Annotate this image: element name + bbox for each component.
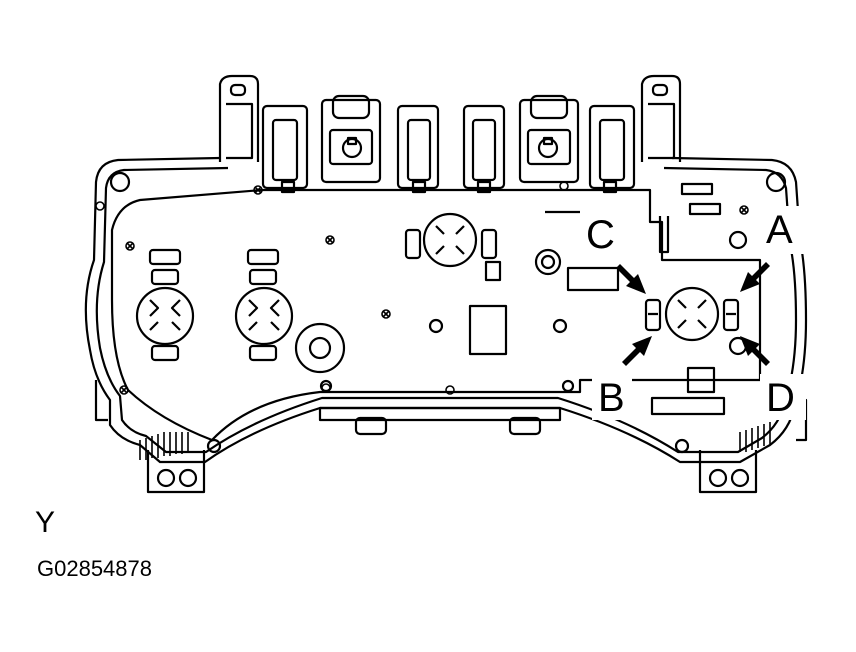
connector-housing-4 <box>462 104 506 194</box>
connector-housing-6 <box>588 104 636 194</box>
circuit-board-outline <box>110 188 762 442</box>
center-top-bulb <box>404 212 502 282</box>
connector-housing-5 <box>518 94 580 184</box>
left-foot <box>146 450 206 494</box>
left-gauge-bulb-2 <box>234 248 294 362</box>
callout-b: B <box>596 376 627 420</box>
callout-d: D <box>764 376 797 420</box>
cooling-fins-right <box>739 422 771 452</box>
corner-hole-left <box>109 171 131 193</box>
view-label: Y <box>35 506 56 539</box>
left-mount-tab <box>218 74 260 162</box>
arrow-c <box>616 264 646 294</box>
connector-housing-3 <box>396 104 440 194</box>
left-gauge-bulb-1 <box>135 248 195 362</box>
pointer-arrows <box>616 262 770 366</box>
right-mount-tab <box>640 74 682 162</box>
arrow-a <box>740 262 770 292</box>
cooling-fins-left <box>139 432 189 460</box>
center-large-socket <box>294 322 346 374</box>
figure-code: G02854878 <box>37 556 152 581</box>
corner-hole-right <box>765 171 787 193</box>
arrow-b <box>622 336 652 366</box>
connector-housing-1 <box>261 104 309 194</box>
connector-housing-2 <box>320 94 382 184</box>
meter-case-inner-outline <box>95 166 798 454</box>
center-ic-chip <box>468 304 508 356</box>
callout-c: C <box>584 213 617 257</box>
arrow-d <box>740 336 770 366</box>
right-foot <box>698 450 758 494</box>
callout-a: A <box>764 208 795 252</box>
target-bulb-socket <box>644 286 740 342</box>
bottom-strip <box>318 406 562 422</box>
